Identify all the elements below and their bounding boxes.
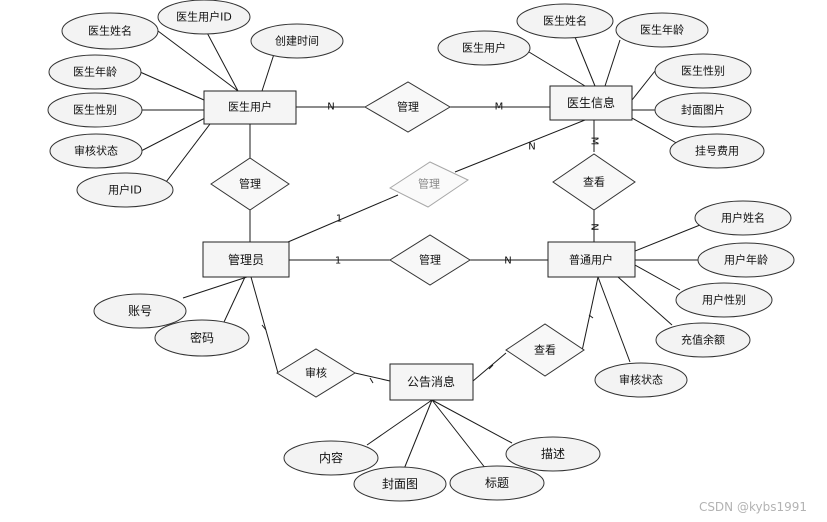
attr-doctor-user-gender: 医生性别	[47, 92, 143, 128]
attr-doctor-user-id: 医生用户ID	[157, 0, 251, 35]
watermark-text: CSDN @kybs1991	[699, 500, 807, 514]
attr-label: 密码	[190, 330, 214, 345]
attr-label: 创建时间	[275, 34, 319, 48]
attr-normal-user-gender: 用户性别	[675, 282, 773, 318]
attr-normal-user-balance: 充值余额	[655, 322, 751, 358]
entity-doctor-user: 医生用户	[203, 90, 297, 125]
attr-label: 医生性别	[681, 64, 725, 78]
entity-normal-user-label: 普通用户	[569, 253, 613, 267]
attr-create-time: 创建时间	[250, 23, 344, 59]
attr-notice-content: 内容	[283, 440, 379, 476]
attr-doctor-info-cover: 封面图片	[654, 92, 752, 128]
relation-manage-doctor-info-b-label: 管理	[418, 177, 440, 191]
attr-label: 封面图片	[681, 103, 725, 117]
entity-admin: 管理员	[202, 241, 290, 278]
attr-label: 审核状态	[74, 144, 118, 158]
attr-label: 医生用户ID	[176, 10, 232, 24]
relation-manage-doctor-info-a-label: 管理	[239, 177, 261, 191]
attr-normal-user-name: 用户姓名	[694, 200, 792, 236]
attr-user-id: 用户ID	[76, 172, 174, 208]
relation-manage-doctor-user-label: 管理	[397, 100, 419, 114]
relation-manage-normal-user: 管理	[389, 234, 471, 286]
attr-label: 用户ID	[108, 183, 142, 197]
edge-tick-marks	[261, 314, 594, 384]
entity-doctor-info: 医生信息	[549, 85, 633, 121]
entity-notice-label: 公告消息	[407, 374, 455, 389]
attr-admin-account: 账号	[93, 293, 187, 329]
relation-manage-doctor-info-b: 管理	[388, 161, 470, 208]
attr-label: 用户性别	[702, 293, 746, 307]
attr-label: 账号	[128, 304, 152, 318]
attr-label: 医生用户	[462, 41, 506, 55]
attr-label: 用户姓名	[721, 211, 765, 225]
cardinality-nu-view-n: N	[589, 223, 600, 230]
attr-doctor-info-name: 医生姓名	[516, 3, 614, 39]
attr-doctor-user-audit-status: 审核状态	[49, 133, 143, 169]
attr-label: 封面图	[382, 477, 418, 491]
attr-doctor-info-user: 医生用户	[437, 30, 531, 66]
attr-doctor-info-gender: 医生性别	[654, 53, 752, 89]
attr-label: 用户年龄	[724, 253, 768, 267]
relation-manage-doctor-user: 管理	[364, 81, 451, 133]
relation-audit-notice: 审核	[276, 348, 356, 398]
relation-view-doctor-info-label: 查看	[583, 175, 605, 189]
relation-view-notice-label: 查看	[534, 343, 556, 357]
attr-label: 审核状态	[619, 373, 663, 387]
attr-notice-title: 标题	[449, 465, 545, 501]
attr-notice-cover: 封面图	[353, 466, 447, 502]
cardinality-nu-n: N	[504, 256, 511, 267]
relation-view-doctor-info: 查看	[552, 153, 636, 211]
cardinality-admin-b-1: 1	[336, 214, 342, 225]
attr-label: 医生姓名	[543, 14, 587, 28]
relation-manage-normal-user-label: 管理	[419, 253, 441, 267]
attr-label: 描述	[541, 447, 565, 461]
relation-view-notice: 查看	[505, 323, 585, 377]
entity-doctor-info-label: 医生信息	[567, 95, 615, 110]
attr-label: 医生年龄	[640, 23, 684, 37]
attr-label: 医生年龄	[73, 65, 117, 79]
relation-audit-notice-label: 审核	[305, 366, 327, 380]
attr-doctor-info-age: 医生年龄	[615, 12, 709, 48]
relation-manage-doctor-info-a: 管理	[210, 157, 290, 211]
cardinality-di-b-n: N	[528, 142, 535, 153]
attr-label: 挂号费用	[695, 144, 739, 158]
cardinality-di-m: M	[495, 102, 504, 113]
attr-label: 医生姓名	[88, 24, 132, 38]
connector-lines	[139, 26, 701, 470]
cardinality-admin-nu-1: 1	[335, 256, 341, 267]
cardinality-du-n: N	[327, 102, 334, 113]
attr-label: 标题	[485, 476, 509, 490]
attr-label: 充值余额	[681, 333, 725, 347]
entity-admin-label: 管理员	[228, 252, 264, 267]
attr-normal-user-age: 用户年龄	[697, 242, 795, 278]
cardinality-di-m-vertical: M	[589, 137, 600, 146]
entity-normal-user: 普通用户	[547, 241, 636, 278]
attr-label: 内容	[319, 450, 343, 465]
entity-notice: 公告消息	[389, 363, 474, 401]
attr-admin-password: 密码	[154, 319, 250, 357]
entity-doctor-user-label: 医生用户	[228, 100, 272, 114]
attr-doctor-user-name: 医生姓名	[61, 12, 159, 50]
attr-doctor-info-fee: 挂号费用	[669, 133, 765, 169]
attr-normal-user-audit-status: 审核状态	[594, 362, 688, 398]
attr-label: 医生性别	[73, 103, 117, 117]
attr-notice-desc: 描述	[505, 436, 601, 472]
cardinality-labels: N M M N 1 1 N N	[327, 102, 599, 267]
attr-doctor-user-age: 医生年龄	[48, 54, 142, 90]
